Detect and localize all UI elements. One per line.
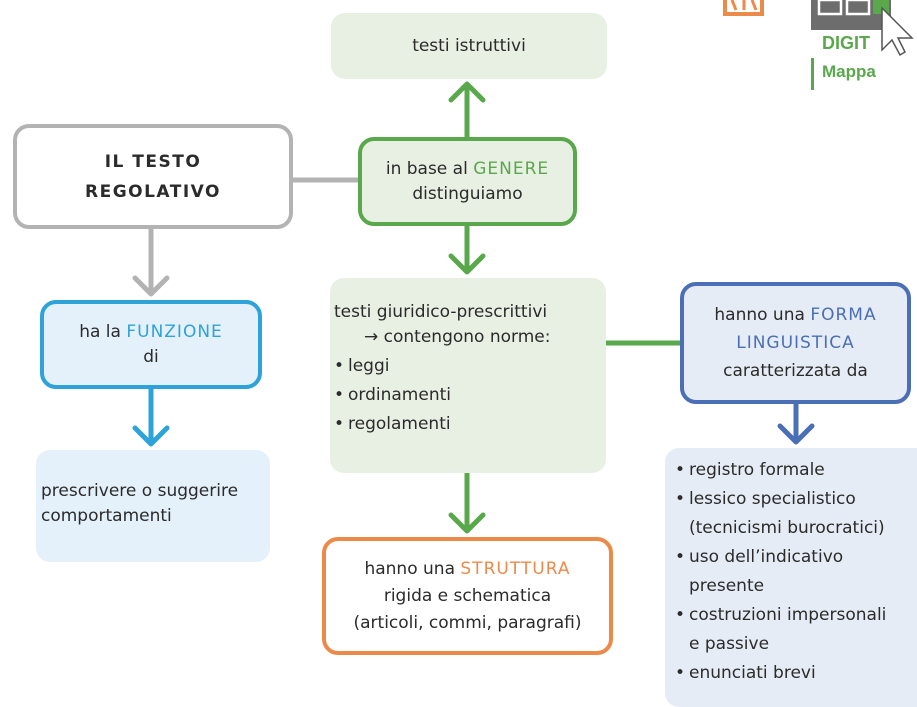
list-item: regolamenti [334,410,606,439]
ar-book-icon [723,0,764,16]
box-forma-features: registro formale lessico specialistico(t… [665,448,917,707]
box-title: IL TESTO REGOLATIVO [13,124,293,229]
list-item: registro formale [675,456,917,485]
mappa-tab[interactable]: Mappa [811,58,884,90]
box-struttura: hanno una STRUTTURA rigida e schematica … [322,537,613,655]
genere-keyword: GENERE [473,158,550,179]
genere-pre: in base al [385,158,474,179]
arrowhead-giuridico [448,253,486,275]
box-giuridico-prescrittivi: testi giuridico-prescrittivi → contengon… [330,278,606,473]
list-item: enunciati brevi [675,659,917,688]
digit-logo[interactable] [722,0,917,100]
forma-list: registro formale lessico specialistico(t… [675,456,917,688]
list-item: leggi [334,352,606,381]
box-funzione: ha la FUNZIONE di [40,300,262,389]
genere-post: distinguiamo [412,183,523,204]
box-genere: in base al GENERE distinguiamo [358,137,577,226]
digit-label[interactable]: DIGIT [822,33,870,53]
arrowhead-prescrivere [132,425,170,447]
arrowhead-funzione [132,275,170,297]
forma-post: caratterizzata da [723,361,868,381]
istruttivi-label: testi istruttivi [412,35,526,56]
title-line-1: IL TESTO [104,151,202,172]
struttura-pre: hanno una [364,558,461,579]
cursor-icon [881,6,914,57]
struttura-line-3: (articoli, commi, paragrafi) [353,612,582,633]
arrowhead-struttura [448,512,486,534]
forma-pre: hanno una [714,305,811,325]
box-prescrivere: prescrivere o suggerire comportamenti [36,450,270,562]
funzione-pre: ha la [79,321,127,342]
giuridico-line-1: testi giuridico-prescrittivi [334,302,548,322]
prescrivere-line-1: prescrivere o suggerire [41,481,239,501]
prescrivere-line-2: comportamenti [41,506,172,526]
list-item: ordinamenti [334,381,606,410]
forma-keyword-1: FORMA [810,305,877,325]
box-forma-linguistica: hanno una FORMA LINGUISTICA caratterizza… [680,282,911,404]
arrowhead-forma-list [777,423,815,445]
title-line-2: REGOLATIVO [84,181,221,202]
giuridico-line-2: contengono norme: [383,327,551,347]
mappa-label[interactable]: Mappa [822,62,876,81]
funzione-post: di [143,346,159,367]
giuridico-list: leggi ordinamenti regolamenti [334,352,606,439]
struttura-line-2: rigida e schematica [383,585,552,606]
box-testi-istruttivi: testi istruttivi [331,13,607,79]
funzione-keyword: FUNZIONE [126,321,223,342]
list-item: lessico specialistico(tecnicismi burocra… [675,485,917,543]
arrowhead-istruttivi [448,81,486,103]
struttura-keyword: STRUTTURA [460,558,571,579]
forma-keyword-2: LINGUISTICA [736,333,855,353]
arrow-right-icon: → [364,327,379,347]
